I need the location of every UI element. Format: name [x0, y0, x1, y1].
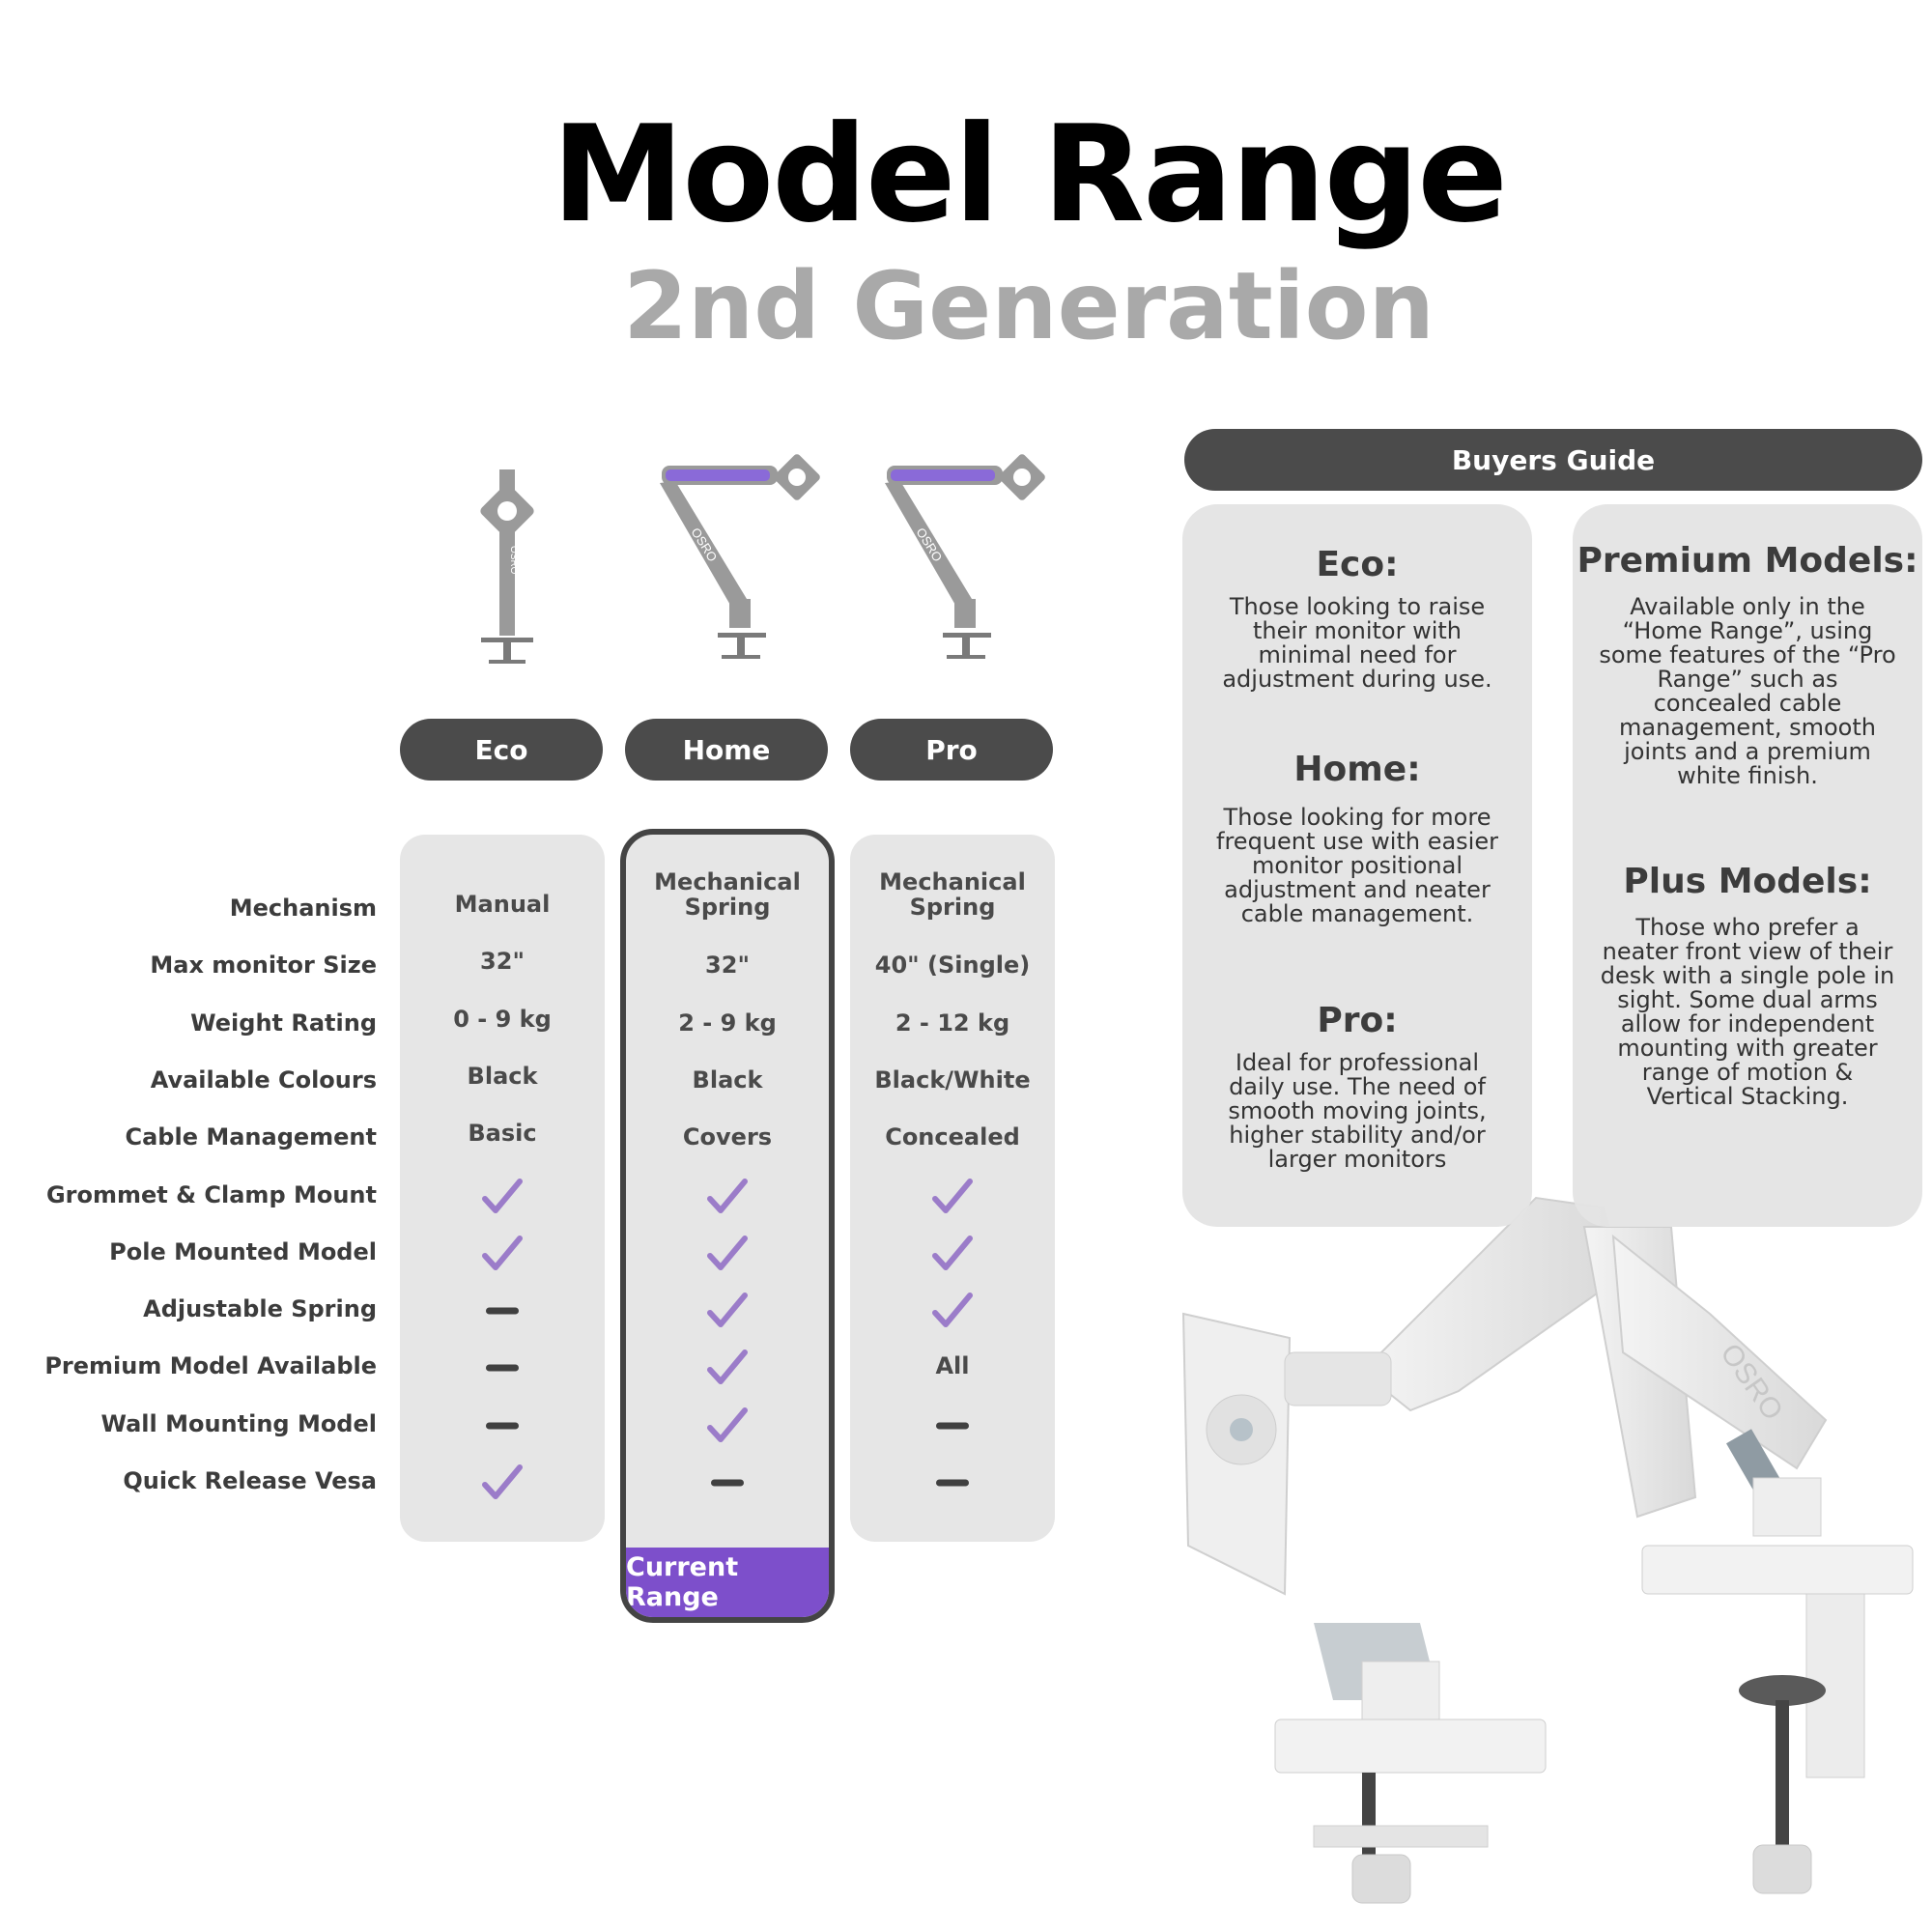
eco-pill: Eco: [400, 719, 603, 781]
row-label: Weight Rating: [190, 1009, 377, 1037]
home-column: Current Range: [620, 829, 835, 1623]
spring-arm-icon: OSRO: [885, 454, 1045, 659]
check-icon: [482, 1235, 523, 1270]
pro-pill: Pro: [850, 719, 1053, 781]
guide-heading-premium: Premium Models:: [1577, 541, 1918, 581]
cell-eco: 32": [480, 948, 525, 976]
current-range-label: Current Range: [626, 1548, 829, 1617]
dash-icon: [486, 1364, 519, 1372]
cell-eco: 0 - 9 kg: [453, 1005, 552, 1033]
check-icon: [707, 1178, 748, 1213]
dual-monitor-arm-image: OSRO: [1181, 1196, 1914, 1904]
guide-heading-home: Home:: [1293, 750, 1421, 789]
row-label: Adjustable Spring: [143, 1295, 377, 1323]
cell-home: Mechanical Spring: [654, 868, 801, 921]
cell-pro: Black/White: [874, 1065, 1031, 1094]
guide-card-right: Premium Models: Available only in the “H…: [1573, 504, 1922, 1227]
check-icon: [932, 1293, 973, 1328]
row-label: Mechanism: [229, 895, 377, 922]
row-label: Available Colours: [150, 1065, 377, 1094]
page-title: Model Range: [552, 97, 1508, 252]
cell-home: 2 - 9 kg: [678, 1009, 777, 1037]
dash-icon: [936, 1422, 969, 1430]
row-label: Premium Model Available: [44, 1352, 377, 1380]
cell-eco: Basic: [468, 1120, 537, 1148]
svg-text:OSRO: OSRO: [508, 546, 519, 575]
check-icon: [932, 1178, 973, 1213]
guide-heading-eco: Eco:: [1316, 545, 1399, 584]
cell-pro: 40" (Single): [874, 952, 1031, 980]
home-pill: Home: [625, 719, 828, 781]
cell-pro: Concealed: [885, 1123, 1020, 1151]
guide-body-pro: Ideal for professional daily use. The ne…: [1228, 1049, 1487, 1173]
guide-body-home: Those looking for more frequent use with…: [1216, 804, 1498, 927]
guide-body-premium: Available only in the “Home Range”, usin…: [1599, 593, 1896, 789]
check-icon: [932, 1235, 973, 1270]
guide-card-left: Eco: Those looking to raise their monito…: [1182, 504, 1532, 1227]
check-icon: [482, 1464, 523, 1499]
row-label: Quick Release Vesa: [123, 1467, 377, 1494]
cell-eco: Black: [467, 1062, 538, 1090]
cell-pro: 2 - 12 kg: [895, 1009, 1010, 1037]
guide-body-plus: Those who prefer a neater front view of …: [1600, 914, 1895, 1110]
svg-text:OSRO: OSRO: [688, 526, 720, 564]
check-icon: [707, 1293, 748, 1328]
check-icon: [482, 1178, 523, 1213]
cell-pro: All: [935, 1352, 970, 1380]
check-icon: [707, 1406, 748, 1442]
check-icon: [707, 1350, 748, 1385]
row-label: Wall Mounting Model: [100, 1409, 377, 1437]
cell-home: Covers: [682, 1123, 773, 1151]
spring-arm-icon: OSRO: [660, 454, 820, 659]
row-label: Grommet & Clamp Mount: [45, 1180, 377, 1208]
svg-text:OSRO: OSRO: [913, 526, 945, 564]
dash-icon: [486, 1422, 519, 1430]
dash-icon: [936, 1479, 969, 1487]
cell-pro: Mechanical Spring: [879, 868, 1026, 921]
cell-home: 32": [705, 952, 750, 980]
guide-heading-pro: Pro:: [1317, 1001, 1398, 1040]
cell-home: Black: [692, 1065, 763, 1094]
single-pole-arm-icon: OSRO: [480, 469, 534, 664]
dash-icon: [711, 1479, 744, 1487]
buyers-guide-header: Buyers Guide: [1184, 429, 1922, 491]
guide-heading-plus: Plus Models:: [1623, 862, 1872, 901]
row-label: Pole Mounted Model: [109, 1237, 377, 1265]
dash-icon: [486, 1307, 519, 1315]
row-label: Max monitor Size: [150, 952, 377, 980]
guide-body-eco: Those looking to raise their monitor wit…: [1222, 593, 1492, 693]
check-icon: [707, 1235, 748, 1270]
row-label: Cable Management: [125, 1123, 377, 1151]
cell-eco: Manual: [454, 891, 551, 918]
page-subtitle: 2nd Generation: [623, 252, 1435, 360]
